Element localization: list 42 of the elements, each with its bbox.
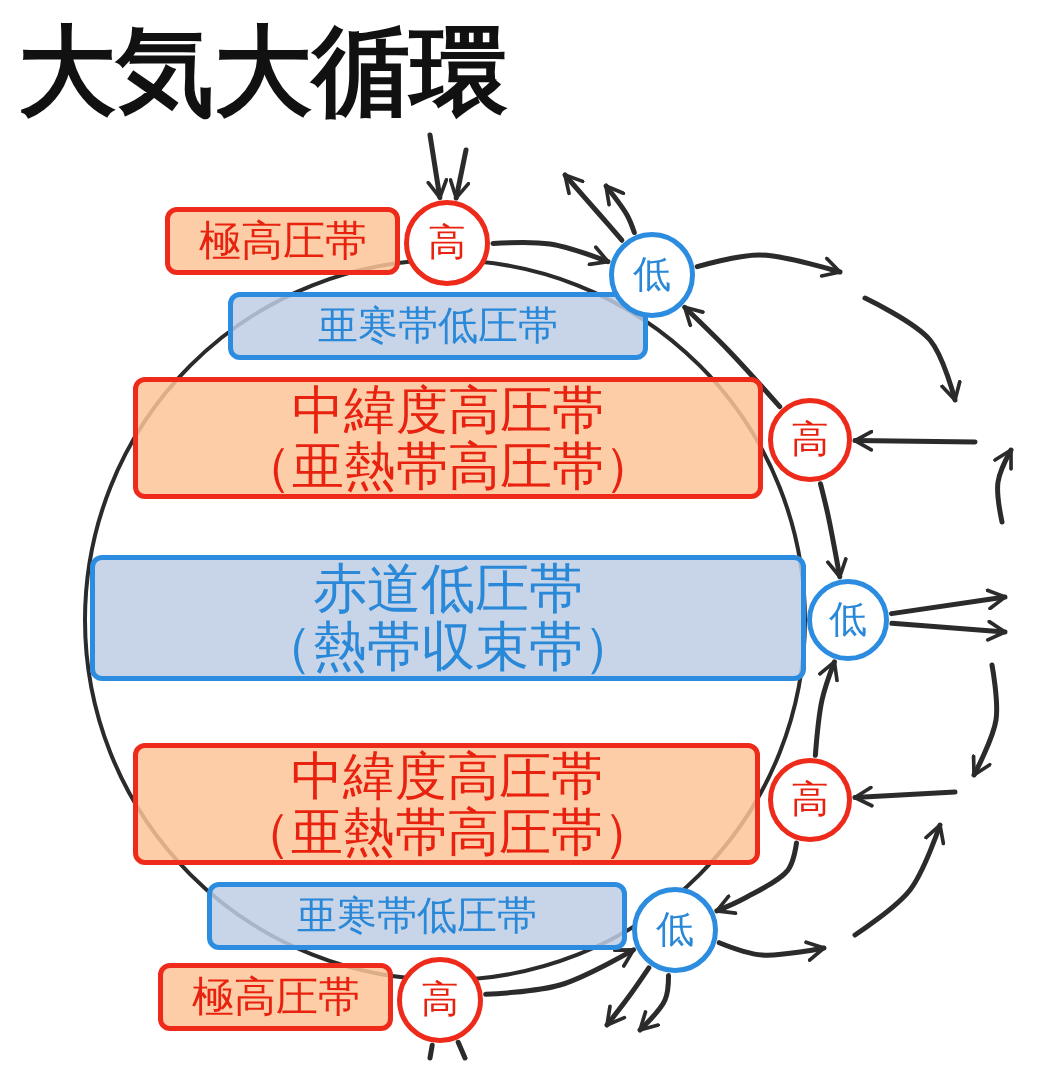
- arrow: [852, 785, 958, 808]
- low-pressure-symbol: 低: [807, 579, 889, 661]
- pressure-belt-box: [133, 743, 760, 865]
- belt-name: 中緯度高圧帯: [292, 381, 604, 438]
- pressure-belt-box: [133, 377, 763, 499]
- belt-name: 極高圧帯: [191, 974, 360, 1020]
- arrow: [562, 172, 625, 243]
- pressure-belt-box: [165, 207, 400, 275]
- arrow: [716, 940, 827, 962]
- pressure-belt-box: [207, 882, 627, 950]
- belt-name: 中緯度高圧帯: [290, 747, 603, 804]
- high-pressure-symbol: 高: [397, 957, 483, 1043]
- arrow: [483, 947, 636, 997]
- arrow: [637, 973, 671, 1033]
- arrow: [448, 147, 471, 201]
- belt-name: 極高圧帯: [198, 218, 367, 264]
- arrow: [490, 240, 611, 267]
- pressure-belt-box: [158, 963, 393, 1031]
- pressure-belt-box: [90, 555, 806, 681]
- pressure-belt-box: [228, 292, 648, 360]
- arrow: [604, 965, 652, 1028]
- arrow: [818, 481, 848, 580]
- belt-alt-name: （亜熱帯高圧帯）: [238, 804, 655, 861]
- high-pressure-symbol: 高: [768, 758, 852, 842]
- high-pressure-symbol: 高: [768, 398, 852, 482]
- arrow: [694, 252, 843, 278]
- belt-alt-name: （熱帯収束帯）: [259, 618, 637, 677]
- arrow: [889, 619, 1008, 642]
- belt-name: 亜寒帯低圧帯: [297, 894, 537, 938]
- high-pressure-symbol: 高: [404, 200, 490, 286]
- belt-name: 赤道低圧帯: [313, 559, 583, 618]
- diagram-title: 大気大循環: [18, 18, 508, 126]
- low-pressure-symbol: 低: [609, 232, 695, 318]
- arrow: [812, 659, 839, 758]
- arrow: [603, 183, 637, 236]
- belt-name: 亜寒帯低圧帯: [318, 304, 558, 348]
- arrow: [852, 429, 978, 452]
- arrow: [889, 588, 1008, 617]
- arrow: [714, 840, 799, 915]
- low-pressure-symbol: 低: [632, 887, 718, 973]
- belt-alt-name: （亜熱帯高圧帯）: [240, 438, 656, 495]
- arrow: [426, 132, 449, 201]
